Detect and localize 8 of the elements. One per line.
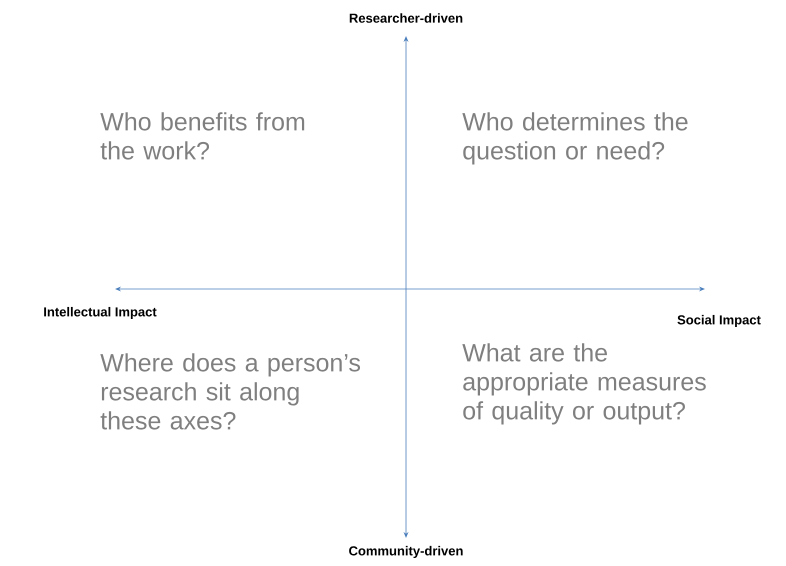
question-text: Who determines the question or need? <box>462 112 688 164</box>
axis-label: Intellectual Impact <box>44 306 157 320</box>
question-text: Who benefits from the work? <box>100 112 304 160</box>
axis-label: Community-driven <box>349 546 463 558</box>
axis-label: Social Impact <box>677 314 761 328</box>
axis-label: Researcher-driven <box>350 13 462 23</box>
question-text: Where does a person’s research sit along these axes? <box>100 353 360 430</box>
question-text: What are the appropriate measures of quality or output? <box>462 343 706 424</box>
